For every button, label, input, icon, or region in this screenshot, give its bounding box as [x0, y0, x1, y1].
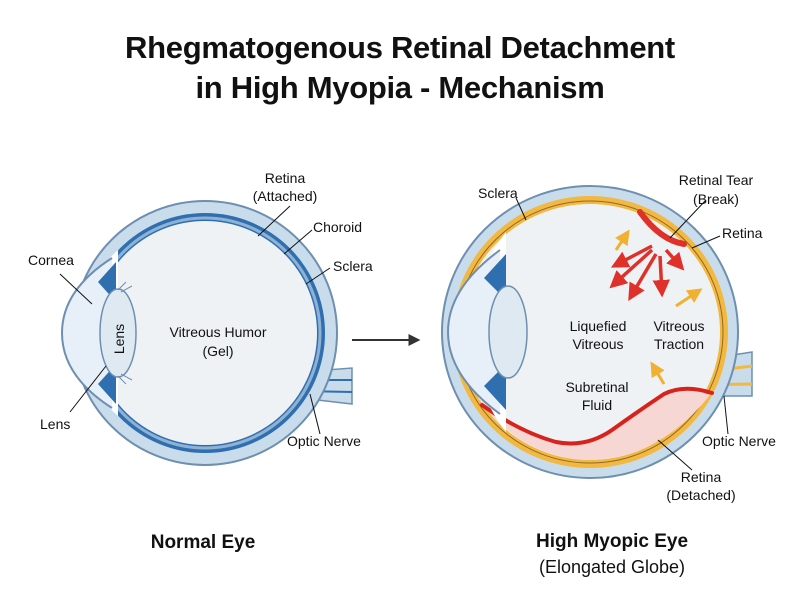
myopic-cornea	[446, 249, 501, 415]
label-choroid: Choroid	[313, 219, 362, 235]
label-vitreous-humor-line1: Vitreous Humor	[169, 324, 266, 340]
caption-myopic-eye-sub: (Elongated Globe)	[539, 557, 685, 577]
label-retina-attached-line2: (Attached)	[253, 188, 318, 204]
normal-lens	[99, 288, 137, 378]
myopic-iris-lower	[484, 364, 506, 410]
caption-normal-eye: Normal Eye	[151, 532, 256, 553]
traction-arrow-icon	[614, 229, 703, 385]
label-subretinal-fluid-line2: Fluid	[582, 397, 612, 413]
label-vitreous-traction-line2: Traction	[654, 336, 704, 352]
label-vitreous-traction-line1: Vitreous	[653, 318, 704, 334]
label-retina-myopic: Retina	[722, 225, 763, 241]
label-vitreous-humor-line2: (Gel)	[202, 343, 233, 359]
label-retinal-tear-line1: Retinal Tear	[679, 172, 754, 188]
detached-retina	[480, 386, 714, 446]
tear-arrow-icon	[609, 244, 685, 302]
label-liquefied-vitreous-line2: Vitreous	[572, 336, 623, 352]
normal-vitreous	[93, 221, 317, 445]
page-title: Rhegmatogenous Retinal Detachment in Hig…	[0, 28, 800, 108]
label-sclera-myopic: Sclera	[478, 185, 518, 201]
label-subretinal-fluid-line1: Subretinal	[565, 379, 628, 395]
normal-eye-illustration	[60, 200, 353, 466]
caption-myopic-eye: High Myopic Eye	[536, 531, 688, 552]
normal-cornea	[60, 257, 113, 409]
subretinal-fluid	[478, 390, 710, 460]
leader-lines	[59, 197, 729, 471]
title-line-2: in High Myopia - Mechanism	[195, 70, 605, 105]
myopic-vitreous	[460, 204, 720, 460]
myopic-lens	[488, 285, 528, 379]
label-retina-detached-line1: Retina	[681, 469, 722, 485]
myopic-iris-upper	[484, 254, 506, 300]
label-sclera-normal: Sclera	[333, 258, 373, 274]
label-retinal-tear-line2: (Break)	[693, 191, 739, 207]
label-liquefied-vitreous-line1: Liquefied	[570, 318, 627, 334]
label-optic-nerve-normal: Optic Nerve	[287, 433, 361, 449]
label-retina-detached-line2: (Detached)	[666, 487, 735, 503]
title-line-1: Rhegmatogenous Retinal Detachment	[125, 30, 675, 65]
label-retina-attached-line1: Retina	[265, 170, 306, 186]
retinal-tear-flap	[637, 209, 687, 247]
label-lens: Lens	[40, 416, 70, 432]
label-optic-nerve-myopic: Optic Nerve	[702, 433, 776, 449]
label-lens-inner: Lens	[111, 324, 127, 354]
label-cornea: Cornea	[28, 252, 74, 268]
